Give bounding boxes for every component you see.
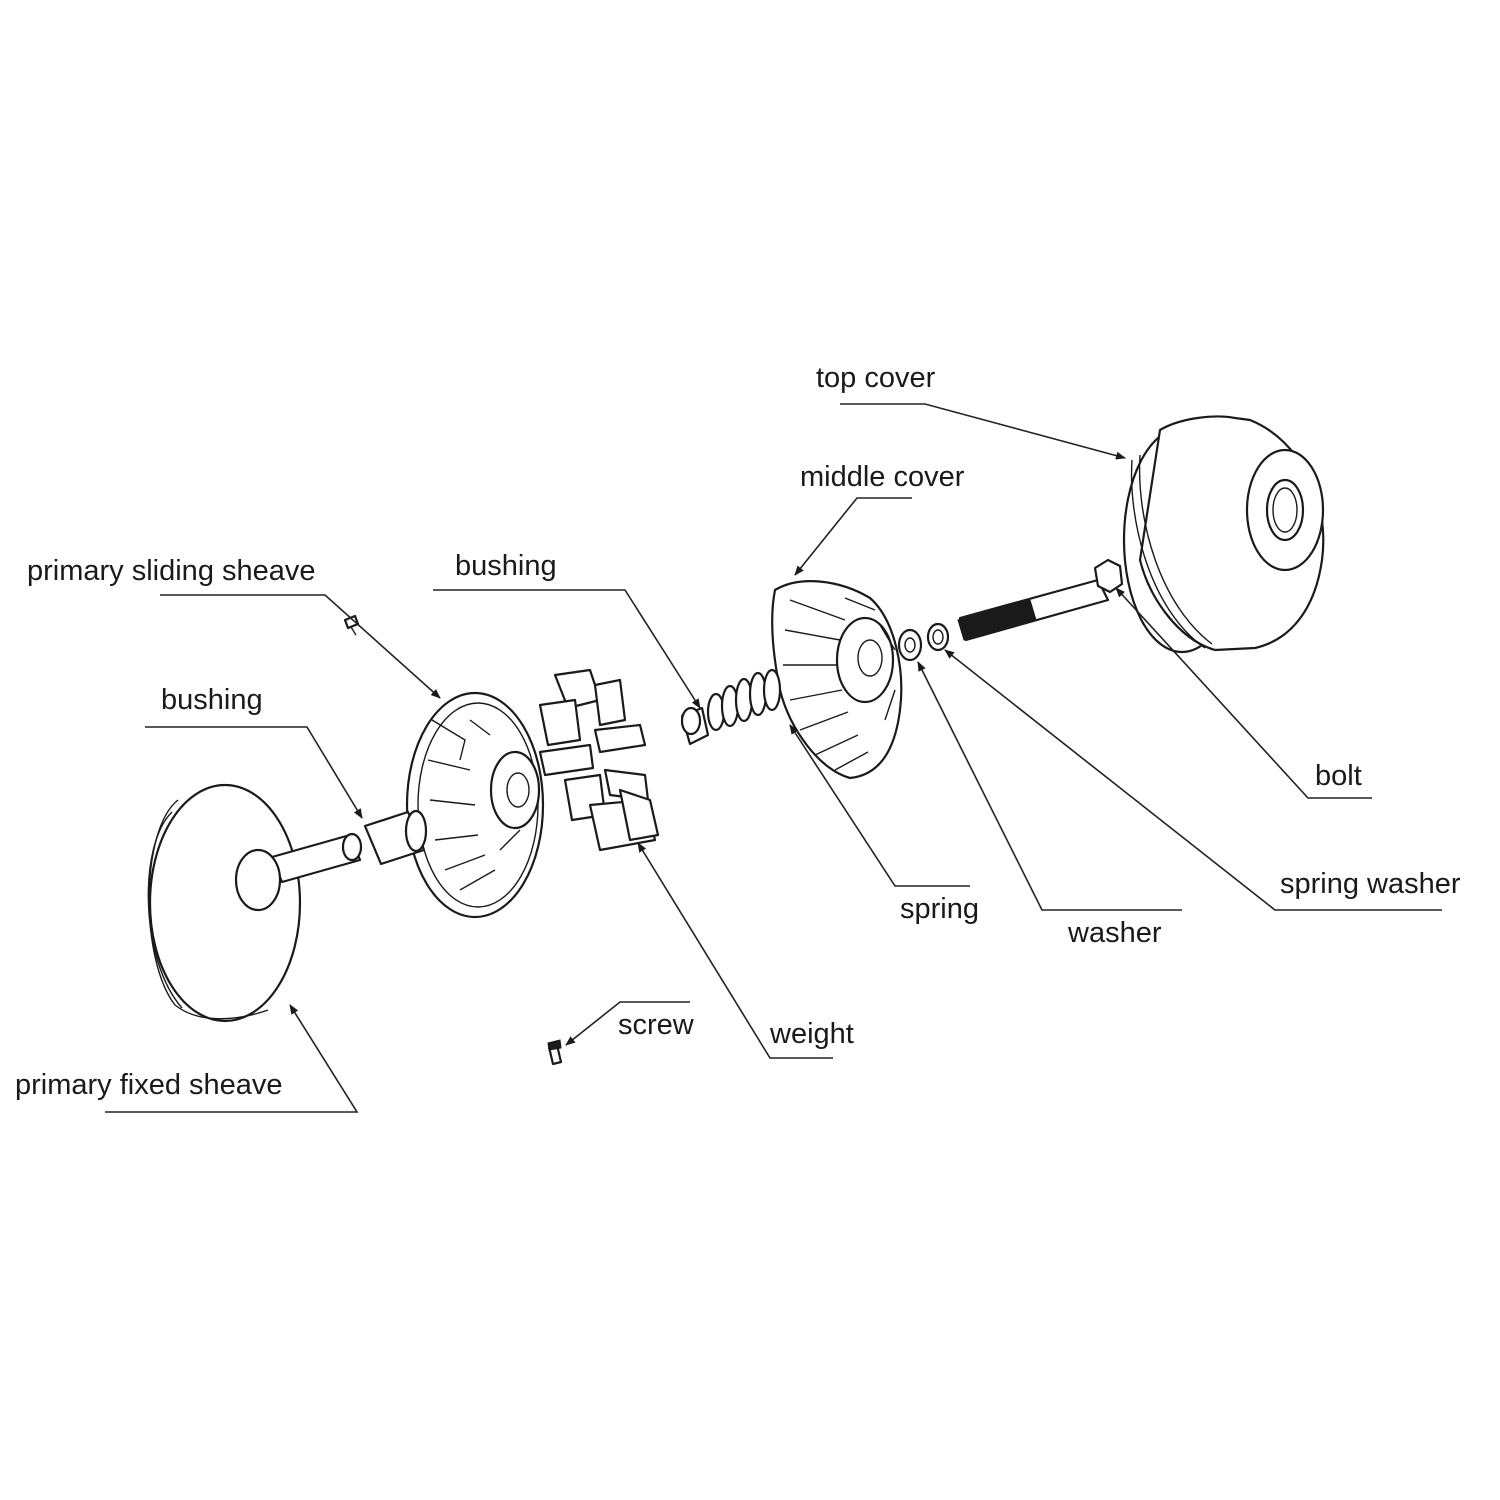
leader-bushing-lower (145, 726, 363, 819)
label-bushing-lower: bushing (161, 684, 263, 716)
bolt-part (957, 558, 1124, 642)
spring-part (706, 668, 782, 732)
leader-primary-sliding-sheave (160, 594, 441, 699)
leader-weight (637, 842, 833, 1059)
leader-screw (565, 1001, 690, 1046)
sheave-screw-part (343, 614, 360, 636)
label-primary-fixed-sheave: primary fixed sheave (15, 1069, 283, 1101)
middle-cover-part (771, 580, 903, 780)
leader-washer (917, 661, 1182, 911)
bushing-upper-part (680, 706, 710, 746)
label-top-cover: top cover (816, 362, 936, 394)
label-primary-sliding-sheave: primary sliding sheave (27, 555, 316, 587)
leader-spring (789, 724, 970, 887)
leader-bushing-upper (433, 589, 701, 709)
label-screw: screw (618, 1009, 695, 1041)
label-spring-washer: spring washer (1280, 868, 1461, 900)
labels: top cover middle cover primary sliding s… (15, 362, 1461, 1101)
bushing-lower-part (363, 809, 428, 866)
label-bushing-upper: bushing (455, 550, 557, 582)
leader-lines (105, 403, 1442, 1113)
label-middle-cover: middle cover (800, 461, 965, 493)
leader-spring-washer (944, 649, 1442, 911)
top-cover-part (1122, 415, 1325, 654)
label-weight: weight (769, 1018, 854, 1050)
leader-primary-fixed-sheave (105, 1004, 359, 1113)
primary-fixed-sheave-part (147, 783, 363, 1023)
leader-bolt (1115, 587, 1372, 799)
leader-top-cover (840, 403, 1126, 460)
label-spring: spring (900, 893, 979, 925)
label-bolt: bolt (1315, 760, 1362, 792)
label-washer: washer (1067, 917, 1162, 949)
washer-part (897, 628, 923, 662)
weights-part (538, 668, 660, 852)
spring-washer-part (926, 622, 950, 652)
screw-part (547, 1039, 563, 1066)
leader-middle-cover (794, 497, 912, 576)
primary-sliding-sheave-part (405, 691, 545, 919)
